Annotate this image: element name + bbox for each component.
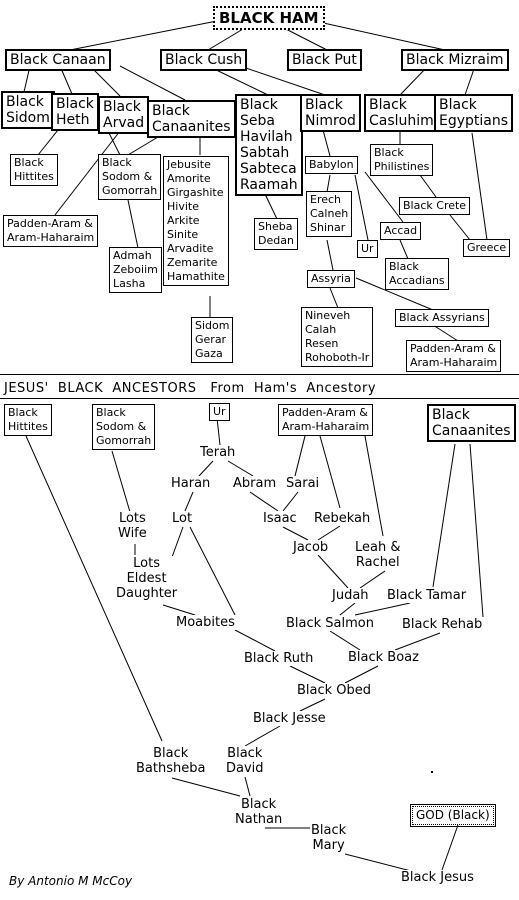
person-lots-daughter: Lots Eldest Daughter: [115, 556, 179, 601]
node-assyria: Assyria: [307, 270, 355, 288]
author-credit: By Antonio M McCoy: [9, 874, 133, 888]
person-terah: Terah: [199, 445, 237, 460]
person-mary: Black Mary: [310, 823, 348, 853]
person-haran: Haran: [170, 476, 212, 491]
person-isaac: Isaac: [262, 511, 298, 526]
lower-sodom: Black Sodom & Gomorrah: [92, 404, 156, 450]
person-tamar: Black Tamar: [386, 588, 468, 603]
node-cush: Black Cush: [160, 49, 248, 71]
node-padden-left: Padden-Aram & Aram-Haharaim: [3, 215, 99, 247]
divider-bottom: [0, 398, 519, 399]
lower-canaanites: Black Canaanites: [427, 404, 516, 442]
person-obed: Black Obed: [296, 683, 373, 698]
node-god: GOD (Black): [410, 804, 496, 827]
person-sarai: Sarai: [285, 476, 321, 491]
node-casluhim: Black Casluhim: [364, 94, 439, 132]
node-egyptians: Black Egyptians: [434, 94, 514, 132]
node-arvad: Black Arvad: [98, 96, 150, 134]
person-jacob: Jacob: [292, 540, 330, 555]
section-title: JESUS' BLACK ANCESTORS From Ham's Ancest…: [4, 381, 377, 396]
node-sidom: Black Sidom: [1, 91, 55, 129]
node-erech: Erech Calneh Shinar: [306, 191, 353, 237]
lower-hittites: Black Hittites: [4, 404, 52, 436]
person-jesus: Black Jesus: [400, 870, 475, 885]
node-canaanites-top: Black Canaanites: [147, 100, 236, 138]
lower-ur: Ur: [209, 403, 230, 421]
node-ham: BLACK HAM: [213, 6, 325, 30]
node-admah: Admah Zeboiim Lasha: [109, 247, 162, 293]
node-canaan: Black Canaan: [5, 49, 111, 71]
node-nimrod: Black Nimrod: [300, 94, 361, 132]
node-babylon: Babylon: [305, 156, 358, 174]
divider-top: [0, 374, 519, 375]
person-leah-rachel: Leah & Rachel: [354, 540, 402, 570]
node-hittites-top: Black Hittites: [10, 154, 58, 186]
person-bathsheba: Black Bathsheba: [135, 746, 207, 776]
person-salmon: Black Salmon: [285, 616, 375, 631]
person-david: Black David: [225, 746, 265, 776]
node-tribes: Jebusite Amorite Girgashite Hivite Arkit…: [163, 156, 229, 286]
person-lot: Lot: [171, 511, 194, 526]
group-moabites: Moabites: [175, 615, 236, 630]
stray-dot: [431, 771, 433, 773]
node-mizraim: Black Mizraim: [401, 49, 509, 71]
node-heth: Black Heth: [51, 93, 99, 131]
person-boaz: Black Boaz: [347, 650, 420, 665]
node-ur-top: Ur: [357, 240, 378, 258]
node-cush-sons: Black Seba Havilah Sabtah Sabteca Raamah: [235, 94, 303, 196]
node-nineveh: Nineveh Calah Resen Rohoboth-Ir: [301, 307, 374, 367]
node-padden-right: Padden-Aram & Aram-Haharaim: [406, 340, 502, 372]
node-assyrians: Black Assyrians: [395, 309, 489, 327]
person-rehab: Black Rehab: [401, 617, 484, 632]
node-sidom-gerar: Sidom Gerar Gaza: [191, 317, 234, 363]
person-abram: Abram: [232, 476, 278, 491]
person-ruth: Black Ruth: [243, 651, 315, 666]
person-rebekah: Rebekah: [313, 511, 372, 526]
person-nathan: Black Nathan: [234, 797, 284, 827]
person-judah: Judah: [331, 588, 370, 603]
person-jesse: Black Jesse: [252, 711, 327, 726]
node-accadians: Black Accadians: [385, 258, 449, 290]
node-philistines: Black Philistines: [370, 144, 434, 176]
lower-padden: Padden-Aram & Aram-Haharaim: [278, 404, 374, 436]
node-sheba: Sheba Dedan: [254, 218, 298, 250]
node-sodom-top: Black Sodom & Gomorrah: [98, 154, 162, 200]
person-lots-wife: Lots Wife: [117, 511, 148, 541]
node-accad: Accad: [380, 222, 422, 240]
node-crete: Black Crete: [399, 197, 471, 215]
node-greece: Greece: [463, 239, 511, 257]
node-put: Black Put: [287, 49, 362, 71]
